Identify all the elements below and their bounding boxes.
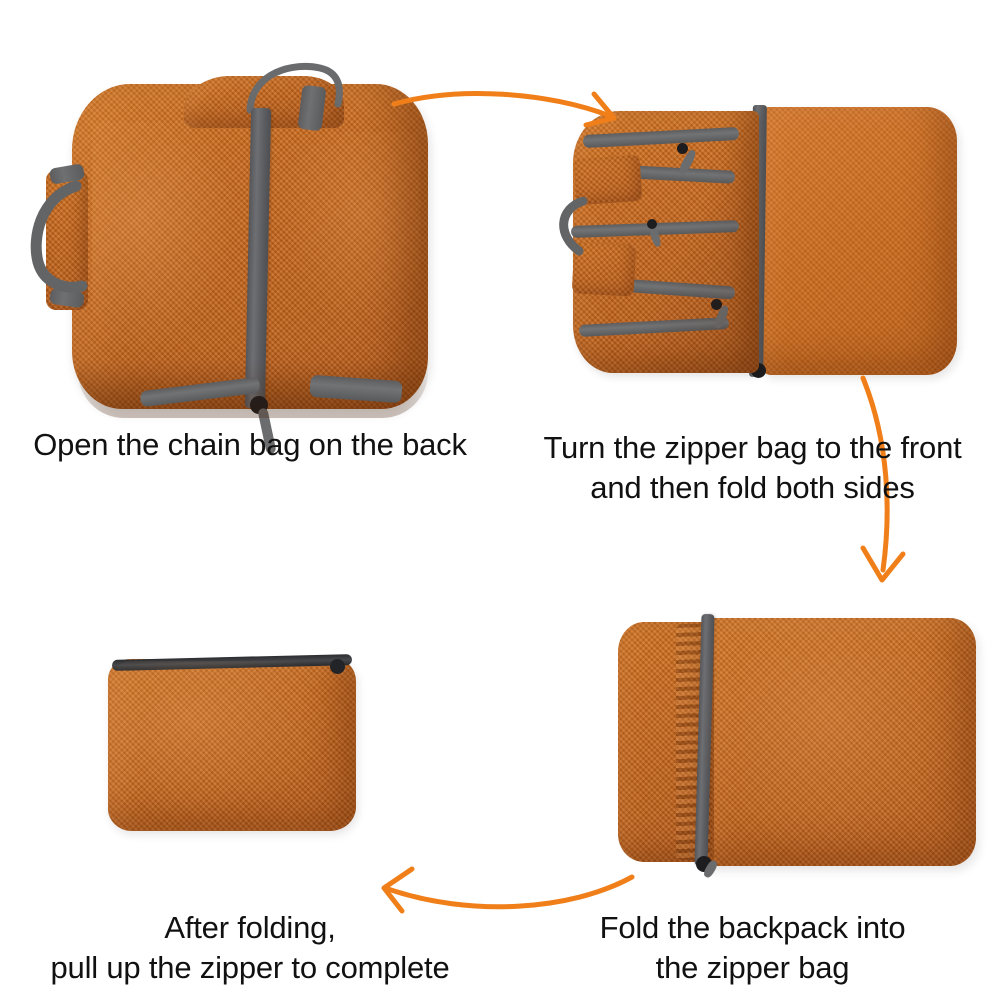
carry-loop-icon [246, 62, 343, 114]
arrow-step2-to-step3-icon [860, 375, 906, 583]
arrow-step3-to-step4-icon [381, 866, 635, 914]
shoulder-strap-icon [30, 180, 88, 293]
step-1-image [22, 62, 442, 455]
arrow-step1-to-step2-icon [391, 91, 617, 128]
step-3-image [618, 608, 980, 880]
step-3-caption: Fold the backpack into the zipper bag [599, 910, 906, 986]
step-4-caption: After folding, pull up the zipper to com… [50, 910, 450, 986]
step-2-caption: Turn the zipper bag to the front and the… [543, 430, 962, 506]
step-1-caption: Open the chain bag on the back [33, 427, 467, 462]
strap-loop-icon [559, 197, 588, 256]
step-4-image [108, 645, 356, 845]
